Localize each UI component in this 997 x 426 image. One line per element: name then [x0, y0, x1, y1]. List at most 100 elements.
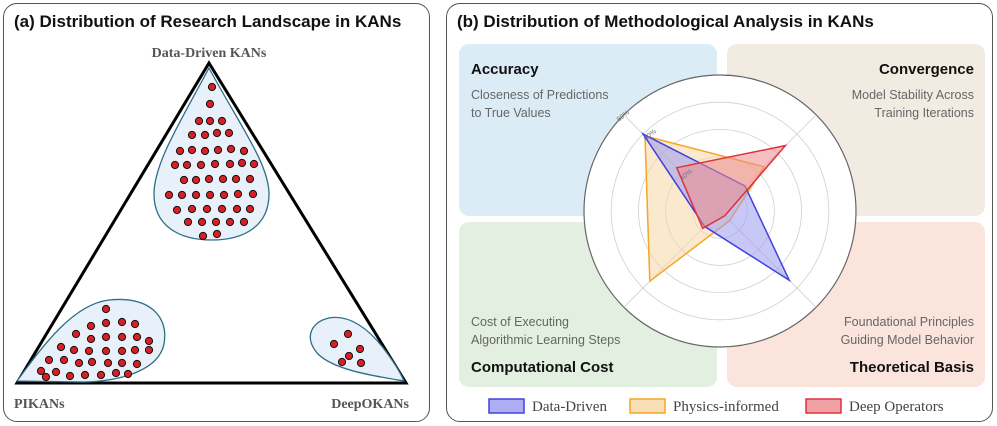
data-driven-dot: [224, 128, 234, 138]
data-driven-dot: [249, 159, 259, 169]
pikans-dot: [86, 321, 96, 331]
methodology-figure: Accuracy Closeness of Predictions to Tru…: [459, 44, 985, 415]
data-driven-dot: [239, 146, 249, 156]
pikans-dot: [101, 304, 111, 314]
data-driven-dot: [177, 190, 187, 200]
pikans-dot: [111, 368, 121, 378]
pikans-dot: [132, 332, 142, 342]
computational-desc-line1: Cost of Executing: [471, 315, 569, 329]
accuracy-desc-line2: to True Values: [471, 106, 551, 120]
accuracy-title: Accuracy: [471, 61, 539, 78]
convergence-title: Convergence: [879, 61, 974, 78]
data-driven-dot: [187, 130, 197, 140]
data-driven-dot: [202, 204, 212, 214]
pikans-dot: [101, 318, 111, 328]
data-driven-dot: [191, 190, 201, 200]
pikans-dot: [96, 370, 106, 380]
pikans-dot: [41, 372, 51, 382]
legend: Data-Driven Physics-informed Deep Operat…: [488, 398, 944, 415]
deepokans-dot: [343, 329, 353, 339]
data-driven-dot: [194, 116, 204, 126]
data-driven-dot: [237, 158, 247, 168]
data-driven-dot: [226, 144, 236, 154]
data-driven-dot: [183, 217, 193, 227]
data-driven-dot: [213, 145, 223, 155]
ternary-triangle: [14, 60, 409, 385]
pikans-dot: [130, 319, 140, 329]
data-driven-dot: [175, 146, 185, 156]
computational-desc-line2: Algorithmic Learning Steps: [471, 333, 620, 347]
ternary-diagram: Data-Driven KANs PIKANs DeepOKANs: [14, 46, 410, 412]
dots-data-driven: [164, 82, 259, 241]
pikans-dot: [117, 358, 127, 368]
radar-series: [640, 132, 791, 283]
radar-grid-ring: [637, 129, 802, 293]
data-driven-dot: [245, 204, 255, 214]
pikans-dot: [101, 346, 111, 356]
pikans-dot: [84, 346, 94, 356]
vertex-label-top: Data-Driven KANs: [152, 46, 267, 61]
pikans-dot: [74, 358, 84, 368]
data-driven-dot: [187, 204, 197, 214]
theoretical-title: Theoretical Basis: [850, 359, 974, 376]
pikans-dot: [86, 334, 96, 344]
legend-label-deep-operators: Deep Operators: [849, 399, 944, 415]
data-driven-dot: [248, 189, 258, 199]
data-driven-dot: [179, 175, 189, 185]
data-driven-dot: [225, 159, 235, 169]
pikans-dot: [69, 345, 79, 355]
data-driven-dot: [172, 205, 182, 215]
pikans-dot: [132, 359, 142, 369]
convergence-desc-line1: Model Stability Across: [852, 88, 974, 102]
pikans-dot: [117, 332, 127, 342]
pikans-dot: [130, 345, 140, 355]
data-driven-dot: [217, 116, 227, 126]
data-driven-dot: [205, 116, 215, 126]
data-driven-dot: [205, 190, 215, 200]
pikans-dot: [117, 346, 127, 356]
vertex-label-left: PIKANs: [14, 397, 65, 412]
data-driven-dot: [187, 145, 197, 155]
pikans-dot: [123, 369, 133, 379]
data-driven-dot: [217, 204, 227, 214]
data-driven-dot: [197, 217, 207, 227]
theoretical-desc-line2: Guiding Model Behavior: [841, 333, 974, 347]
data-driven-dot: [164, 190, 174, 200]
legend-swatch-physics-informed: [629, 398, 666, 414]
dots-deepokans: [329, 329, 366, 368]
deepokans-dot: [355, 344, 365, 354]
data-driven-dot: [212, 128, 222, 138]
pikans-dot: [44, 355, 54, 365]
data-driven-dot: [219, 190, 229, 200]
data-driven-dot: [212, 229, 222, 239]
data-driven-dot: [233, 189, 243, 199]
data-driven-dot: [205, 99, 215, 109]
panel-a-title: (a) Distribution of Research Landscape i…: [14, 12, 402, 31]
radar-series-deep-operators: [675, 144, 788, 230]
data-driven-dot: [196, 160, 206, 170]
data-driven-dot: [210, 159, 220, 169]
data-driven-dot: [225, 217, 235, 227]
data-driven-dot: [198, 231, 208, 241]
data-driven-dot: [211, 217, 221, 227]
pikans-dot: [71, 329, 81, 339]
computational-title: Computational Cost: [471, 359, 614, 376]
cluster-data-driven: [153, 66, 270, 241]
accuracy-desc-line1: Closeness of Predictions: [471, 88, 609, 102]
legend-label-physics-informed: Physics-informed: [673, 399, 779, 415]
panel-research-landscape: (a) Distribution of Research Landscape i…: [3, 3, 430, 422]
panel-b-title: (b) Distribution of Methodological Analy…: [457, 12, 874, 31]
deepokans-dot: [344, 351, 354, 361]
pikans-dot: [144, 336, 154, 346]
pikans-dot: [87, 357, 97, 367]
legend-swatch-data-driven: [488, 398, 525, 414]
pikans-dot: [101, 332, 111, 342]
dots-pikans: [36, 304, 154, 382]
data-driven-dot: [218, 174, 228, 184]
data-driven-dot: [239, 217, 249, 227]
panel-methodological-analysis: (b) Distribution of Methodological Analy…: [446, 3, 993, 422]
pikans-dot: [59, 355, 69, 365]
deepokans-dot: [356, 358, 366, 368]
pikans-dot: [80, 370, 90, 380]
data-driven-dot: [182, 160, 192, 170]
